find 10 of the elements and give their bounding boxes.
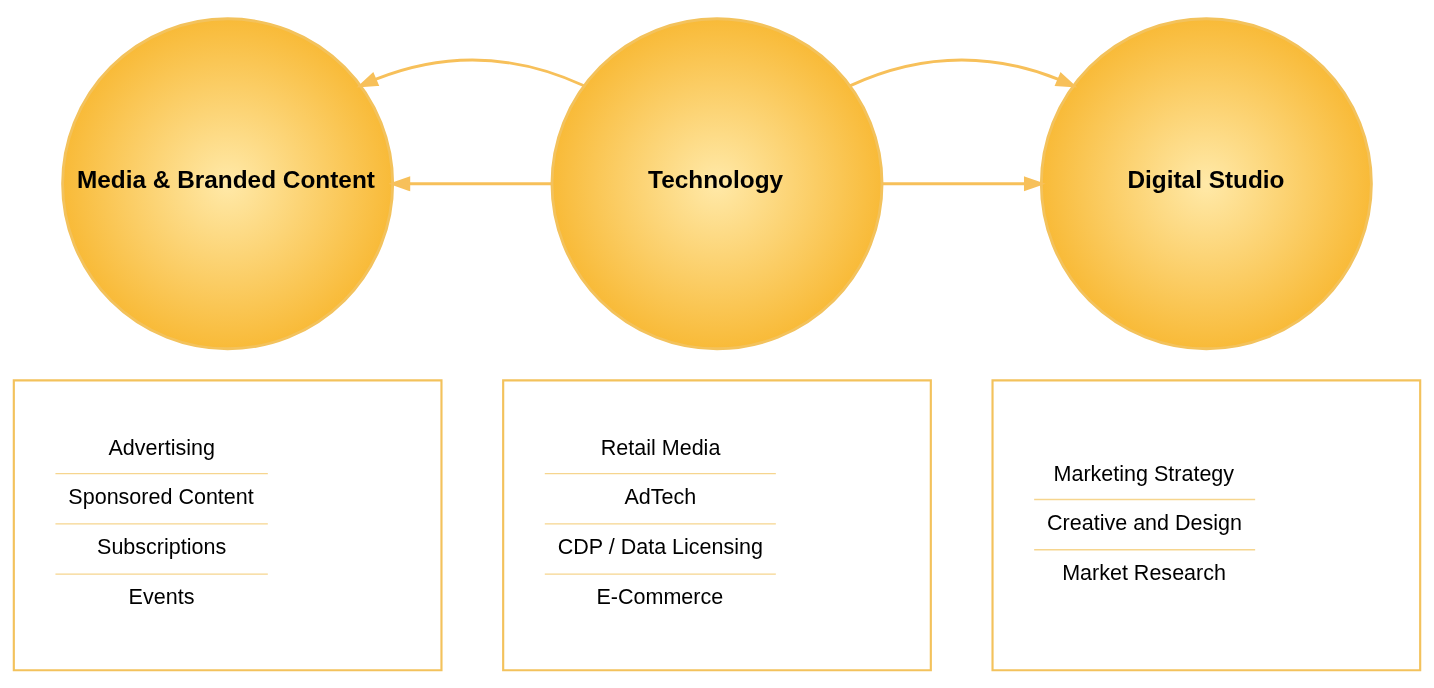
arrow xyxy=(849,58,1078,87)
node-box: Marketing Strategy Creative and Design Market Research xyxy=(991,378,1422,671)
arrow xyxy=(882,175,1046,191)
node-circle: Digital Studio xyxy=(1039,16,1373,350)
arrow xyxy=(356,58,585,88)
node-box: Advertising Sponsored Content Subscriptions Events xyxy=(12,378,443,671)
node-circle: Media & Branded Content xyxy=(61,16,395,350)
arrow xyxy=(388,175,552,191)
node-circle: Technology xyxy=(550,16,884,350)
node-box: Retail Media AdTech CDP / Data Licensing E-Commerce xyxy=(502,378,932,671)
